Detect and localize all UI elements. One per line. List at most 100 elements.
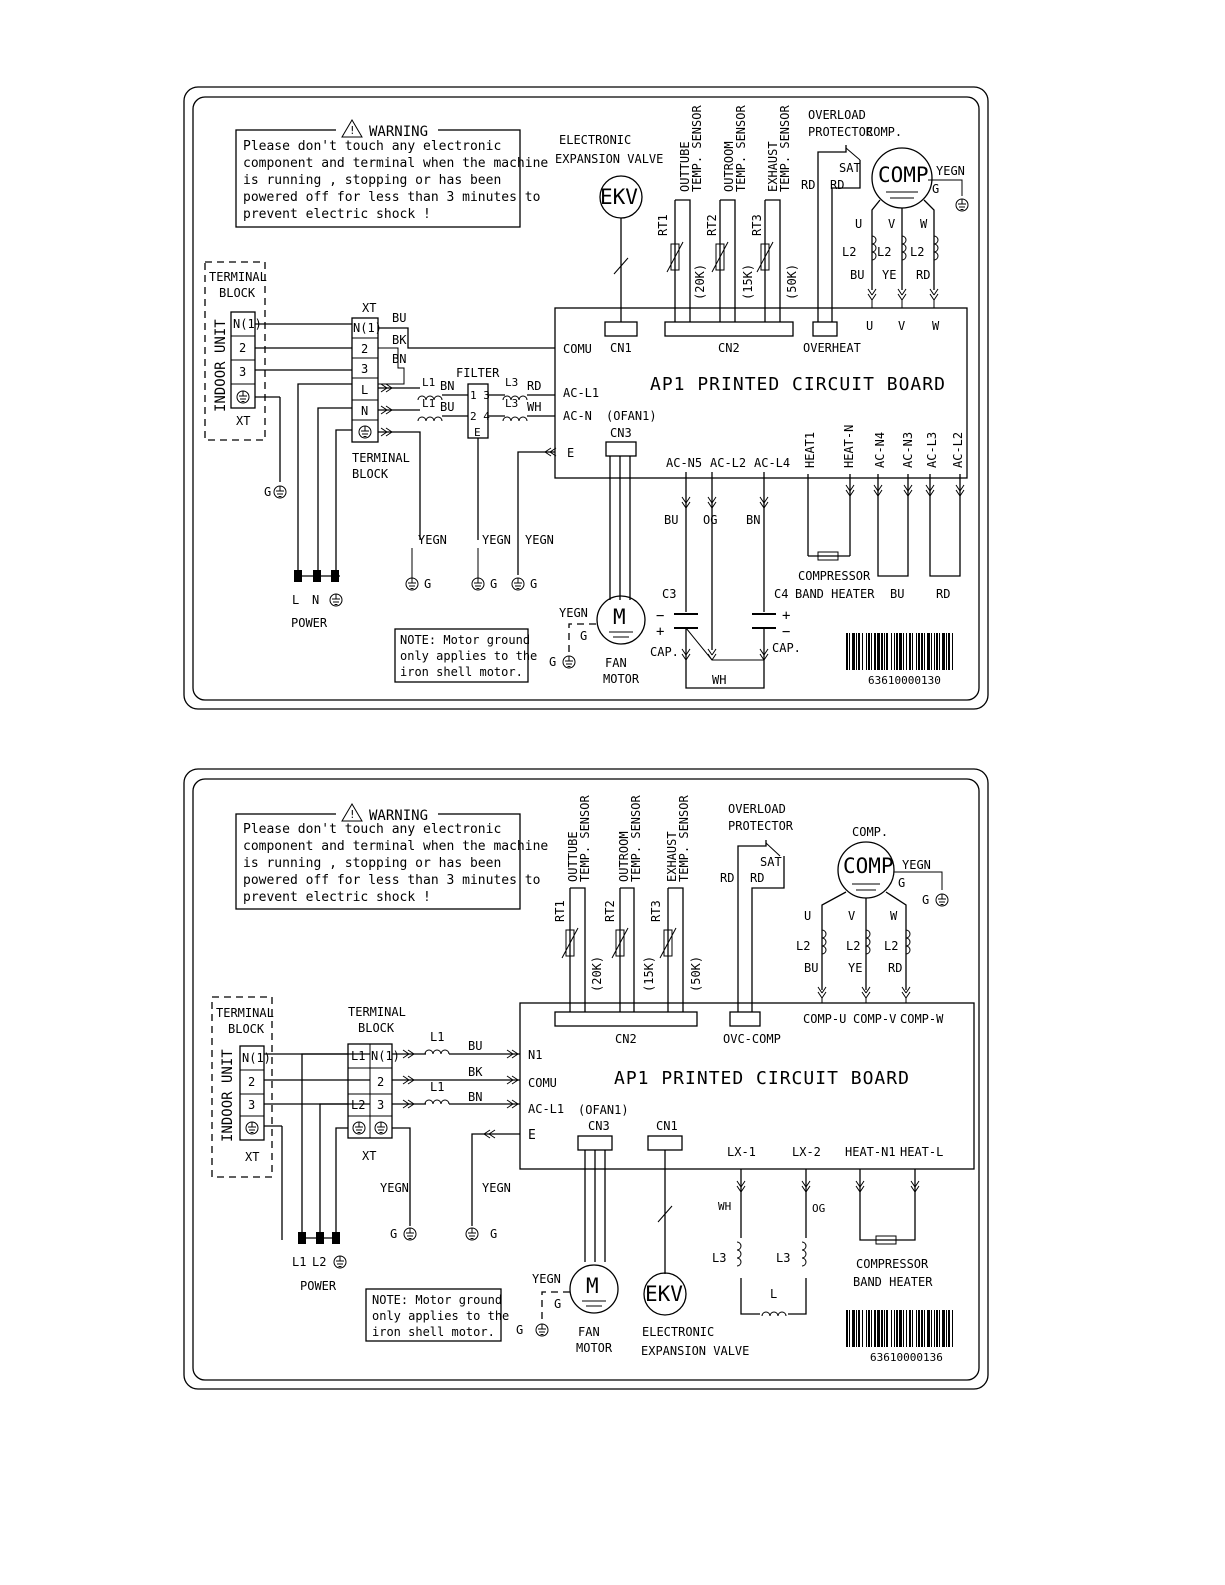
svg-text:YEGN: YEGN	[380, 1181, 409, 1195]
svg-text:COMU: COMU	[528, 1076, 557, 1090]
svg-text:AC-N5: AC-N5	[666, 456, 702, 470]
svg-text:L2: L2	[796, 939, 810, 953]
svg-text:COMP.: COMP.	[866, 125, 902, 139]
svg-text:W: W	[920, 217, 928, 231]
svg-text:TEMP. SENSOR: TEMP. SENSOR	[578, 795, 592, 882]
svg-text:OVERLOAD: OVERLOAD	[808, 108, 866, 122]
outer-frame	[183, 86, 989, 710]
warning-line: prevent electric shock !	[243, 207, 431, 222]
pcb-board-2: AP1 PRINTED CIRCUIT BOARD N1 COMU AC-L1 …	[519, 1002, 975, 1170]
svg-text:L1: L1	[422, 376, 435, 389]
svg-text:YEGN: YEGN	[936, 164, 965, 178]
warning-icon	[341, 119, 363, 138]
svg-text:TERMINAL: TERMINAL	[352, 451, 410, 465]
svg-text:AC-N: AC-N	[563, 409, 592, 423]
svg-text:G: G	[549, 655, 556, 669]
svg-text:TEMP. SENSOR: TEMP. SENSOR	[677, 795, 691, 882]
svg-text:(50K): (50K)	[785, 264, 799, 300]
svg-text:MOTOR: MOTOR	[576, 1341, 613, 1355]
svg-text:COMU: COMU	[563, 342, 592, 356]
svg-text:CAP.: CAP.	[772, 641, 801, 655]
warning-line: powered off for less than 3 minutes to	[243, 190, 540, 205]
svg-text:N: N	[361, 404, 368, 418]
svg-text:MOTOR: MOTOR	[603, 672, 640, 686]
svg-text:YE: YE	[848, 961, 862, 975]
svg-text:TEMP. SENSOR: TEMP. SENSOR	[629, 795, 643, 882]
svg-text:RD: RD	[801, 178, 815, 192]
svg-text:RD: RD	[888, 961, 902, 975]
outer-frame	[183, 768, 989, 1390]
xt-terminal-block: XT N(1) 2 3 L N TERMINAL BLOCK	[351, 301, 410, 481]
svg-text:N(1): N(1)	[242, 1051, 271, 1065]
warning-line: component and terminal when the machine	[243, 156, 548, 171]
svg-text:(OFAN1): (OFAN1)	[606, 409, 657, 423]
svg-text:N(1): N(1)	[371, 1049, 400, 1063]
svg-text:(20K): (20K)	[590, 956, 604, 992]
svg-text:YEGN: YEGN	[482, 533, 511, 547]
svg-text:BN: BN	[392, 352, 406, 366]
svg-text:G: G	[554, 1297, 561, 1311]
svg-text:E: E	[567, 446, 574, 460]
note-box-2: NOTE: Motor ground only applies to the i…	[365, 1288, 509, 1342]
svg-text:(OFAN1): (OFAN1)	[578, 1103, 629, 1117]
svg-text:iron shell motor.: iron shell motor.	[400, 665, 523, 679]
svg-text:BU: BU	[664, 513, 678, 527]
svg-text:COMP: COMP	[843, 854, 894, 878]
svg-text:Please don't touch any electro: Please don't touch any electronic	[243, 822, 501, 837]
svg-text:W: W	[890, 909, 898, 923]
svg-text:L1: L1	[430, 1030, 444, 1044]
svg-text:AC-L2: AC-L2	[710, 456, 746, 470]
svg-text:YEGN: YEGN	[482, 1181, 511, 1195]
svg-text:N(1): N(1)	[353, 321, 382, 335]
svg-text:YEGN: YEGN	[525, 533, 554, 547]
svg-text:component and terminal when th: component and terminal when the machine	[243, 839, 548, 854]
svg-text:NOTE: Motor ground: NOTE: Motor ground	[400, 633, 530, 647]
svg-text:BU: BU	[468, 1039, 482, 1053]
svg-text:AC-L2: AC-L2	[951, 432, 965, 468]
svg-text:YEGN: YEGN	[418, 533, 447, 547]
svg-text:AC-N4: AC-N4	[873, 432, 887, 468]
svg-text:TEMP. SENSOR: TEMP. SENSOR	[690, 105, 704, 192]
warning-line: Please don't touch any electronic	[243, 139, 501, 154]
svg-text:M: M	[586, 1274, 599, 1298]
svg-text:U: U	[866, 319, 873, 333]
inner-frame	[192, 96, 980, 701]
barcode-number: 63610000130	[868, 674, 941, 687]
svg-text:3: 3	[361, 362, 368, 376]
svg-text:WH: WH	[527, 400, 541, 414]
svg-text:L3: L3	[776, 1251, 790, 1265]
pcb-title: AP1 PRINTED CIRCUIT BOARD	[650, 374, 946, 395]
svg-text:L2: L2	[877, 245, 891, 259]
svg-text:OUTROOM: OUTROOM	[722, 141, 736, 192]
svg-text:PROTECTOR: PROTECTOR	[808, 125, 874, 139]
fan-motor-2: M YEGN G G FAN MOTOR	[516, 1150, 619, 1355]
svg-text:G: G	[424, 577, 431, 591]
svg-text:CN3: CN3	[588, 1119, 610, 1133]
diagram-2: ! WARNING Please don't touch any electro…	[183, 768, 989, 1390]
svg-text:BN: BN	[746, 513, 760, 527]
svg-text:RT2: RT2	[603, 900, 617, 922]
tb-to-pcb-wires: L1 L1 BU BK BN YEGN G YEGN G	[380, 1030, 520, 1241]
svg-text:RD: RD	[916, 268, 930, 282]
warning-title: WARNING	[369, 124, 428, 140]
svg-text:AC-L1: AC-L1	[563, 386, 599, 400]
svg-text:BAND HEATER: BAND HEATER	[795, 587, 875, 601]
overload-protector-2: OVERLOAD PROTECTOR SAT RD RD	[720, 802, 794, 1012]
svg-text:2: 2	[248, 1075, 255, 1089]
svg-text:E: E	[474, 426, 481, 439]
svg-text:G: G	[922, 893, 929, 907]
svg-text:L3: L3	[505, 397, 518, 410]
svg-text:TERMINAL: TERMINAL	[348, 1005, 406, 1019]
svg-text:V: V	[888, 217, 895, 231]
svg-text:HEAT-N1: HEAT-N1	[845, 1145, 896, 1159]
svg-text:XT: XT	[362, 1149, 376, 1163]
comp-label: COMP	[878, 163, 929, 187]
svg-text:G: G	[932, 182, 939, 196]
svg-text:U: U	[804, 909, 811, 923]
svg-text:EXPANSION VALVE: EXPANSION VALVE	[641, 1344, 749, 1358]
svg-text:INDOOR UNIT: INDOOR UNIT	[220, 1049, 236, 1142]
svg-text:powered off for less than 3 mi: powered off for less than 3 minutes to	[243, 873, 540, 888]
svg-text:2: 2	[239, 341, 246, 355]
svg-text:L1: L1	[351, 1049, 365, 1063]
svg-text:only applies to the: only applies to the	[372, 1309, 509, 1323]
